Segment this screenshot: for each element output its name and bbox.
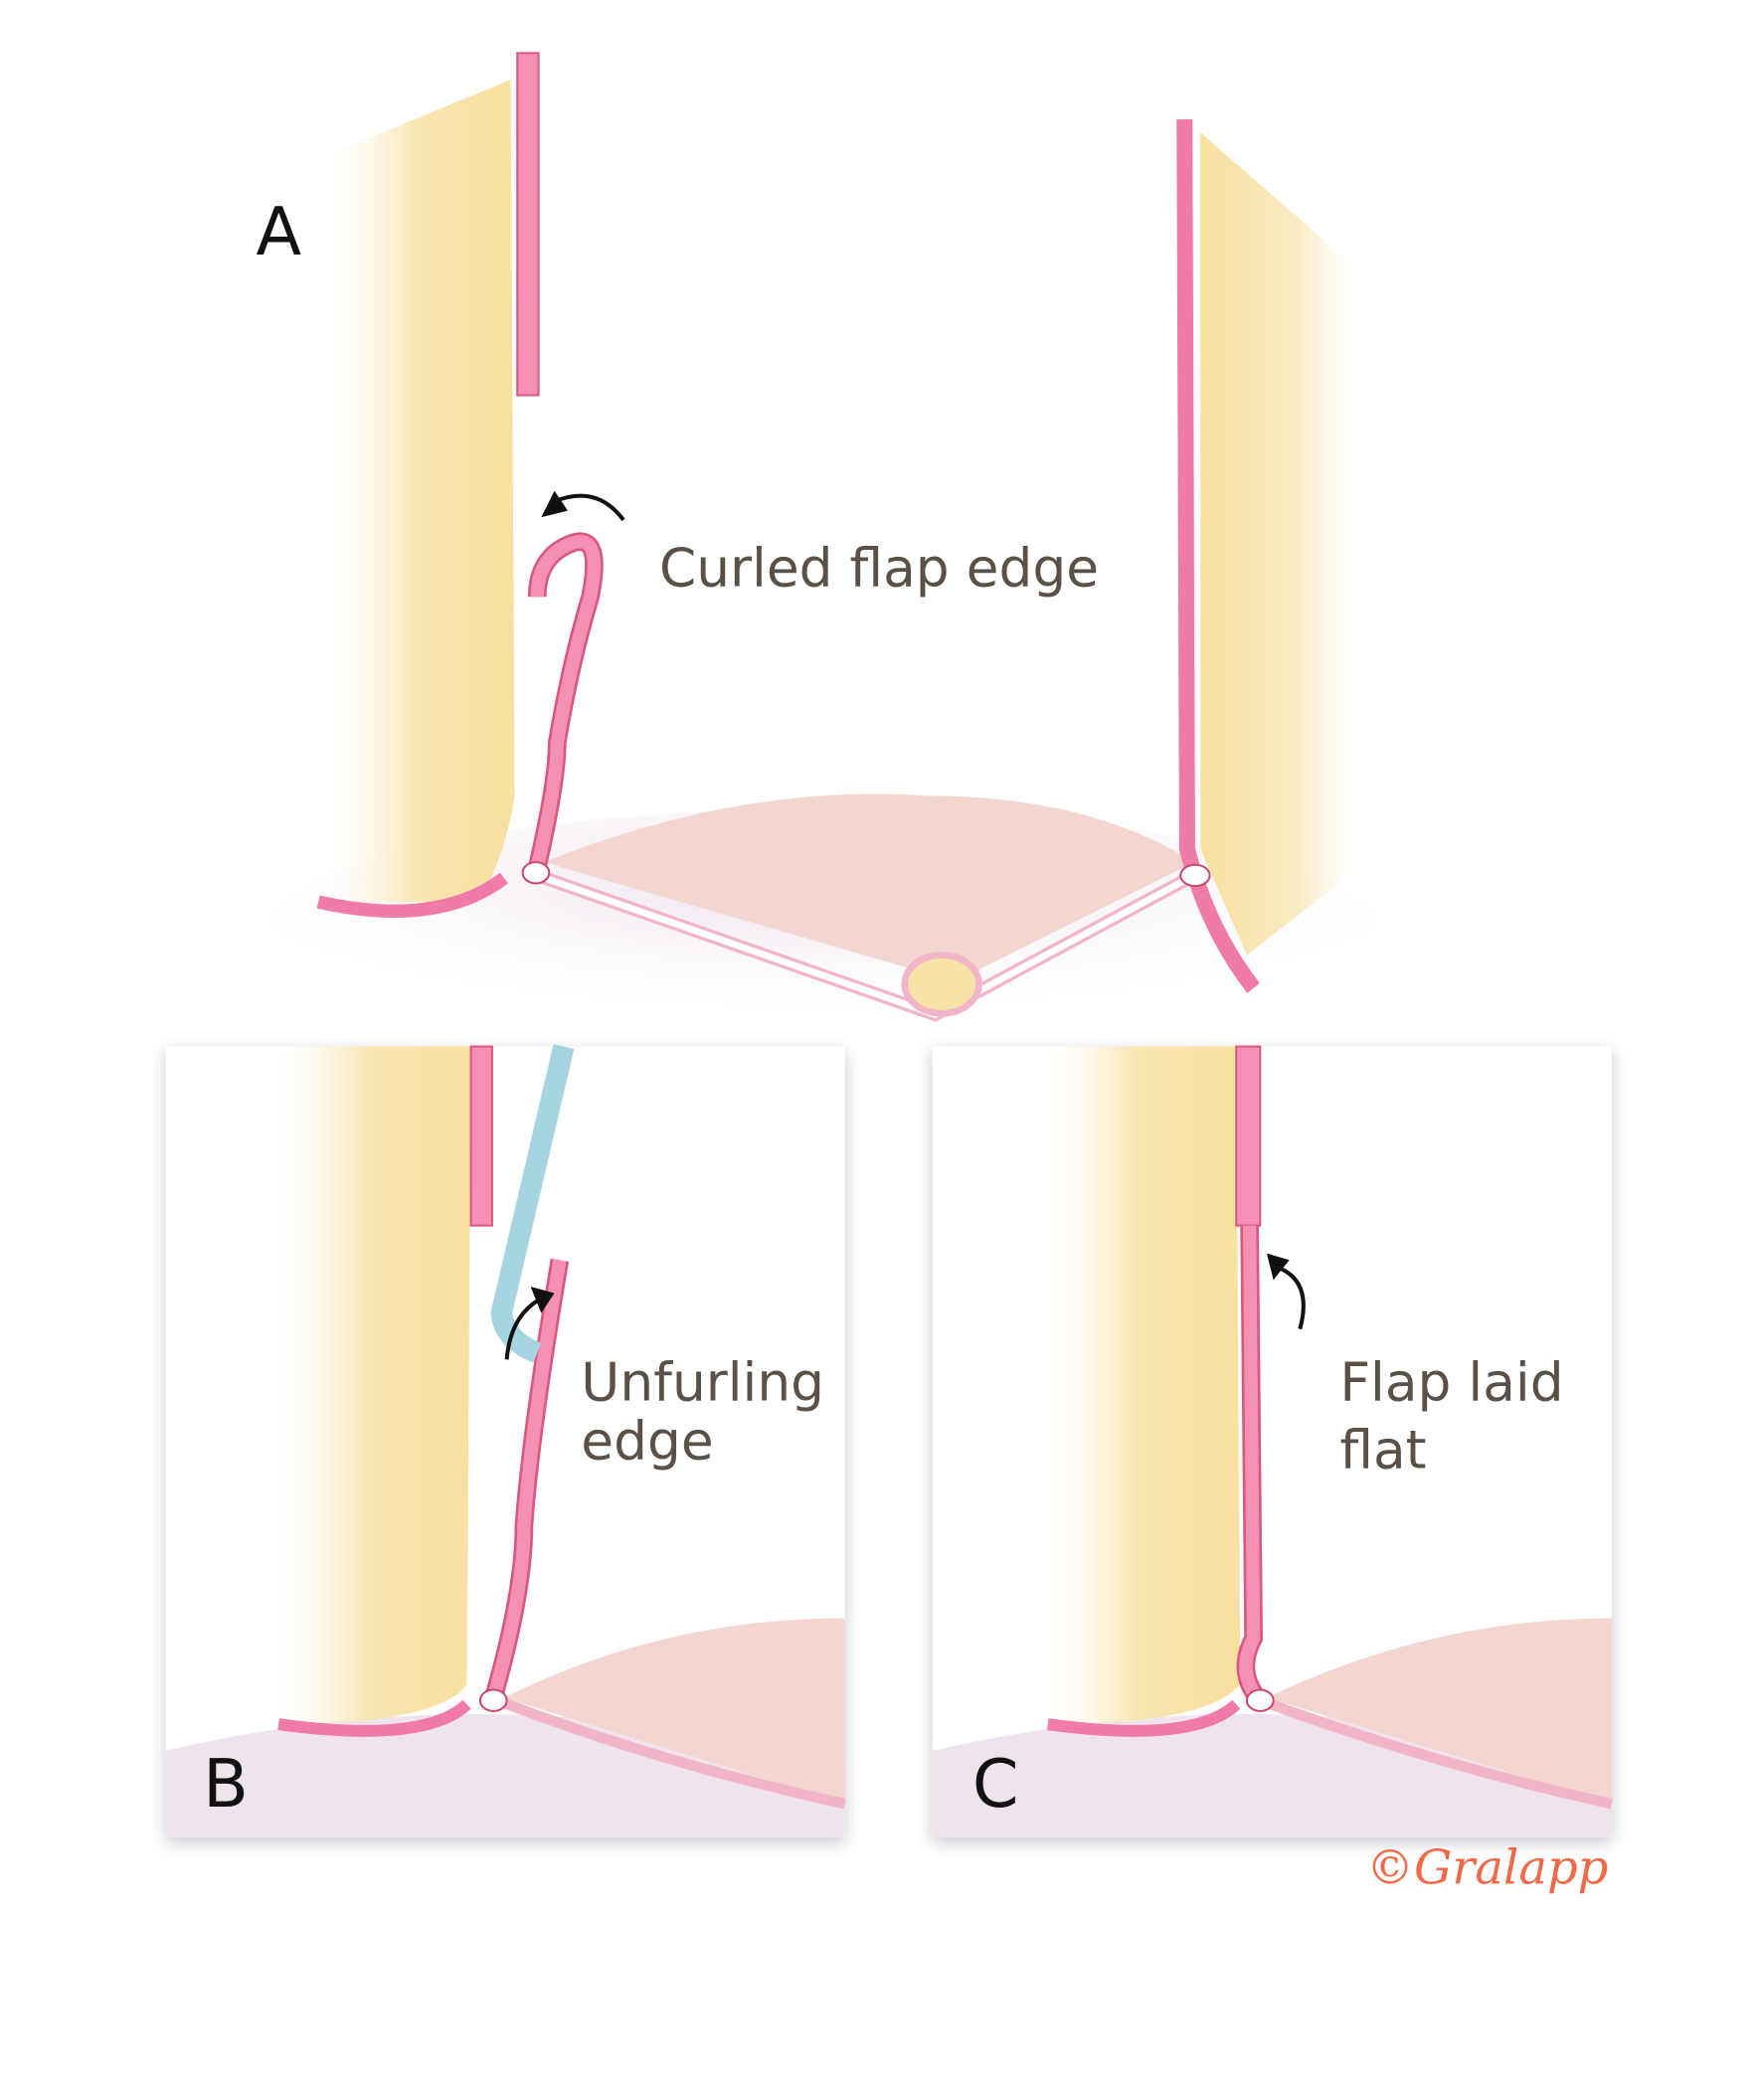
left-bone	[318, 80, 515, 903]
caption-edge: edge	[581, 1409, 713, 1472]
signature: ©Gralapp	[1366, 1839, 1608, 1895]
caption-curled-flap-edge: Curled flap edge	[659, 537, 1099, 600]
caption-flat: flat	[1339, 1419, 1426, 1481]
panel-a: A Curled flap edge	[256, 52, 1380, 1048]
panel-c: C Flap laid flat	[932, 1045, 1613, 1837]
lower-flap-left	[316, 872, 508, 918]
panel-letter-a: A	[256, 193, 301, 270]
nerve-ellipse	[901, 952, 982, 1017]
caption-flap-laid: Flap laid	[1339, 1351, 1563, 1414]
right-bone	[1200, 132, 1367, 956]
curl-arrow-icon	[553, 493, 625, 522]
panel-letter-c: C	[972, 1745, 1019, 1823]
suture-point	[1179, 863, 1211, 888]
suture-point	[521, 861, 551, 885]
flat-arrow-icon	[1275, 1265, 1306, 1330]
upper-flap-left	[516, 52, 540, 397]
membrane	[543, 793, 1194, 982]
right-flap	[1176, 119, 1260, 993]
panel-letter-b: B	[203, 1745, 249, 1823]
panel-b: B Unfurling edge	[165, 1044, 846, 1837]
instrument	[490, 1044, 575, 1363]
caption-unfurling: Unfurling	[581, 1351, 824, 1414]
